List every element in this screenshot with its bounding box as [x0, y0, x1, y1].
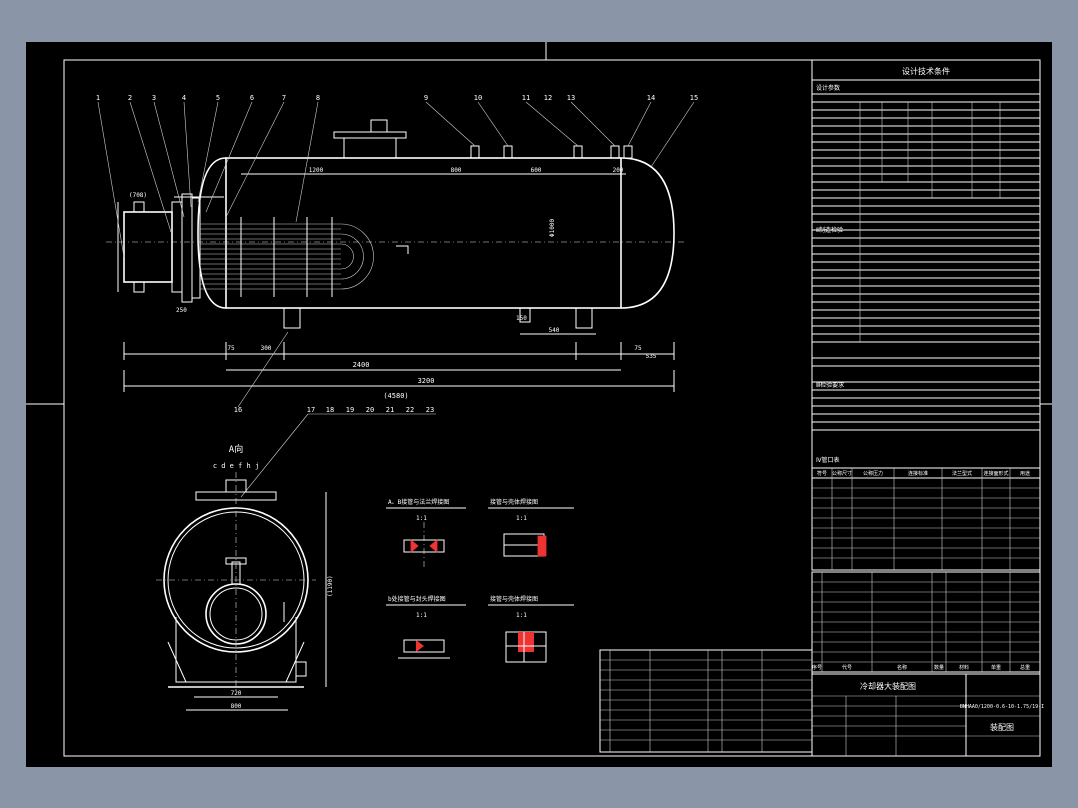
detail-views: [386, 507, 574, 663]
end-view-a: [156, 472, 327, 711]
right-head: [620, 157, 675, 309]
nozzle-f: [503, 145, 513, 159]
detail-b-label: 接管与壳体焊接图: [490, 498, 538, 506]
nozzle-e: [470, 145, 480, 159]
dim-75-left: 75: [227, 345, 235, 352]
nozzle-col-0: 符号: [817, 470, 827, 477]
nozzle-col-4: 法兰型式: [952, 470, 972, 477]
callout-20: 20: [366, 406, 374, 414]
dim-800: 800: [451, 167, 462, 174]
detail-c-label: b处接管与封头焊接图: [388, 595, 446, 603]
detail-b-scale: 1:1: [516, 515, 527, 522]
callout-8: 8: [316, 94, 320, 102]
callout-13: 13: [567, 94, 575, 102]
dim-1190: (1190): [327, 575, 334, 597]
nozzle-h: [573, 145, 583, 159]
dim-1200: 1200: [309, 167, 324, 174]
tube-bundle: [200, 217, 374, 297]
parts-list: [599, 571, 1041, 753]
view-nozzle-letters: c d e f h j: [213, 462, 259, 470]
nozzle-table: [811, 467, 1041, 571]
callout-18: 18: [326, 406, 334, 414]
detail-c-scale: 1:1: [416, 612, 427, 619]
dim-150: 150: [516, 315, 527, 322]
parts-col-3: 数量: [934, 664, 944, 671]
left-flange: [197, 157, 227, 309]
detail-d-scale: 1:1: [516, 612, 527, 619]
title-block: [811, 673, 1041, 757]
callout-10: 10: [474, 94, 482, 102]
dim-540: 540: [549, 327, 560, 334]
nozzle-col-6: 用途: [1020, 470, 1030, 477]
callout-16: 16: [234, 406, 242, 414]
nozzle-col-2: 公称压力: [863, 470, 883, 477]
parts-col-6: 总重: [1020, 664, 1030, 671]
title-subtitle: 装配图: [990, 722, 1014, 732]
bottom-nozzle-1: [283, 307, 301, 329]
dim-708: (708): [129, 192, 147, 199]
detail-a-scale: 1:1: [416, 515, 427, 522]
nozzle-col-1: 公称尺寸: [832, 470, 852, 477]
design-table-title: 设计技术条件: [902, 66, 950, 76]
dim-overall: (4580): [383, 392, 408, 400]
callout-14: 14: [647, 94, 655, 102]
callout-2: 2: [128, 94, 132, 102]
dim-600: 600: [531, 167, 542, 174]
dim-dia: Φ1000: [549, 219, 556, 237]
shell: [225, 157, 622, 309]
dim-3200: 3200: [418, 377, 435, 385]
callout-21: 21: [386, 406, 394, 414]
callout-6: 6: [250, 94, 254, 102]
callout-12: 12: [544, 94, 552, 102]
callout-11: 11: [522, 94, 530, 102]
callout-15: 15: [690, 94, 698, 102]
design-table: [811, 59, 1041, 469]
manhole-neck: [343, 137, 397, 159]
parts-col-5: 单重: [991, 664, 1001, 671]
dim-75-right: 75: [634, 345, 642, 352]
drawing-sheet: 2400 3200 (4580) 300 75 75 535 540 1200 …: [26, 42, 1052, 767]
inner-frame: [63, 59, 1041, 757]
title-code: BNHAA0/1200-0.6-10-1.75/19-I: [960, 704, 1044, 710]
dim-250: 250: [176, 307, 187, 314]
dim-300: 300: [261, 345, 272, 352]
detail-d-label: 接管与壳体焊接图: [490, 595, 538, 603]
callout-4: 4: [182, 94, 186, 102]
design-section-3: Ⅲ检验要求: [816, 381, 844, 389]
dim-535: 535: [646, 353, 657, 360]
main-elevation-view: [106, 119, 686, 392]
callout-1: 1: [96, 94, 100, 102]
bottom-nozzle-2: [575, 307, 593, 329]
parts-col-4: 材料: [959, 664, 969, 671]
title-name: 冷却器大装配图: [860, 681, 916, 691]
callout-3: 3: [152, 94, 156, 102]
design-section-4: Ⅳ管口表: [816, 456, 840, 464]
nozzle-j: [610, 145, 620, 159]
design-section-1: 设计参数: [816, 84, 840, 92]
nozzle-col-3: 连接标准: [908, 470, 928, 477]
callout-17: 17: [307, 406, 315, 414]
dim-2400: 2400: [353, 361, 370, 369]
design-section-2: Ⅱ制造检验: [816, 226, 843, 234]
callout-7: 7: [282, 94, 286, 102]
callout-23: 23: [426, 406, 434, 414]
nozzle-col-5: 连接面形式: [983, 470, 1008, 477]
parts-col-1: 代号: [842, 664, 852, 671]
parts-col-0: 序号: [812, 664, 822, 671]
view-label-a: A向: [229, 443, 243, 455]
callout-9: 9: [424, 94, 428, 102]
detail-a-label: A、B接管与法兰焊接图: [388, 498, 449, 506]
callout-5: 5: [216, 94, 220, 102]
callout-22: 22: [406, 406, 414, 414]
dim-200: 200: [613, 167, 624, 174]
dim-720: 720: [231, 690, 242, 697]
callout-19: 19: [346, 406, 354, 414]
callout-leaders: [97, 101, 695, 498]
channel-box: [123, 211, 173, 283]
cad-drawing: 2400 3200 (4580) 300 75 75 535 540 1200 …: [26, 42, 1052, 757]
dim-800: 800: [231, 703, 242, 710]
parts-col-2: 名称: [897, 664, 907, 671]
